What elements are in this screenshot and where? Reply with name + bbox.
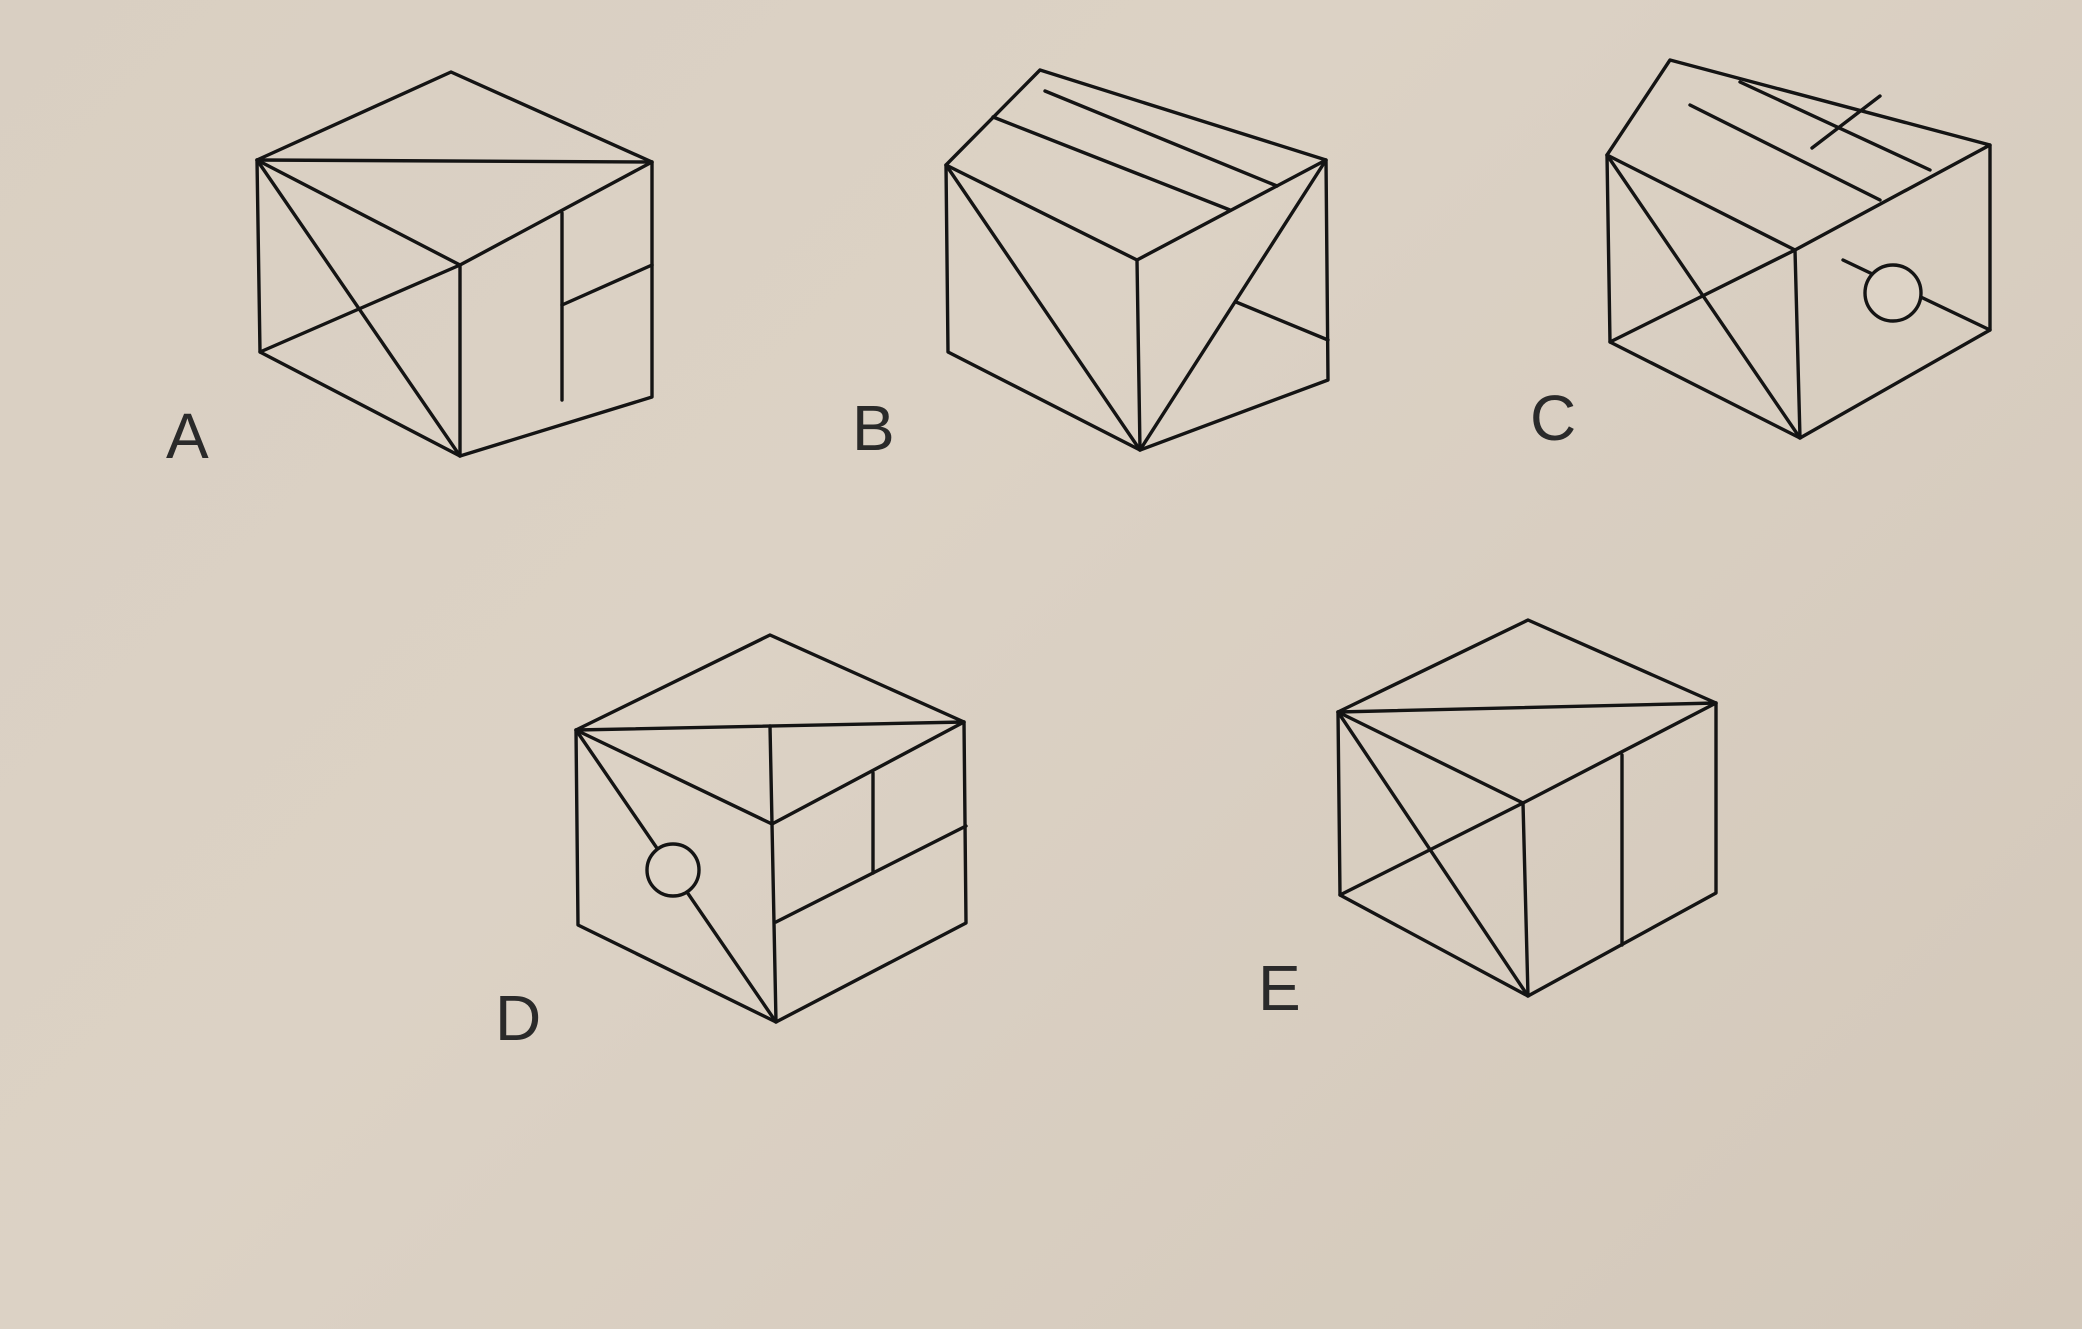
cube-e-edge-top-front [1336, 710, 1525, 805]
cube-b-top-band-1 [991, 115, 1232, 212]
cube-c[interactable] [1605, 58, 1992, 440]
cube-b-edge-vertical [1135, 258, 1142, 452]
cube-a-left-diagonal-2 [258, 263, 462, 354]
cube-c-top-band-1 [1688, 103, 1882, 202]
option-label-d: D [495, 982, 541, 1054]
cube-d-circle-icon [645, 842, 701, 898]
cube-a-edge-top-front [255, 158, 462, 267]
cube-d-top-vertical [768, 724, 774, 826]
cube-d-edge-top-front [574, 728, 774, 826]
cube-e-edge-top-right [1521, 701, 1718, 805]
cube-c-top-band-2 [1738, 80, 1932, 172]
cube-e-top-diagonal [1336, 701, 1718, 714]
option-label-e: E [1258, 952, 1301, 1024]
option-label-a: A [166, 400, 209, 472]
cube-e-left-diagonal-1 [1336, 710, 1530, 998]
cube-d-right-horizontal [774, 824, 968, 924]
cube-c-edge-top-front [1605, 153, 1797, 252]
cube-b-right-short [1234, 300, 1330, 342]
cube-a-edge-top-right [458, 160, 654, 267]
cube-a-top-diagonal [255, 158, 654, 164]
cube-c-top-divider [1810, 94, 1882, 150]
cube-c-left-diagonal-2 [1608, 248, 1797, 344]
cube-d[interactable] [574, 633, 968, 1024]
cube-b-edge-top-front [944, 163, 1139, 262]
cube-d-edge-vertical [770, 822, 778, 1024]
cube-c-edge-top-right [1793, 143, 1992, 252]
cube-b-left-diagonal [944, 163, 1142, 452]
cube-c-edge-vertical [1793, 248, 1802, 440]
cube-a[interactable] [255, 70, 654, 458]
cube-b-top-band-2 [1043, 89, 1279, 188]
cube-e-left-diagonal-2 [1338, 801, 1525, 897]
cube-e-edge-vertical [1521, 801, 1530, 998]
option-label-c: C [1530, 382, 1576, 454]
cube-c-circle-icon [1863, 263, 1923, 323]
cube-e[interactable] [1336, 618, 1718, 998]
cube-a-right-horizontal [560, 263, 654, 307]
cube-b-right-diagonal [1138, 158, 1328, 452]
cube-b[interactable] [944, 68, 1330, 452]
option-label-b: B [852, 392, 895, 464]
cube-d-edge-top-right [770, 720, 966, 826]
